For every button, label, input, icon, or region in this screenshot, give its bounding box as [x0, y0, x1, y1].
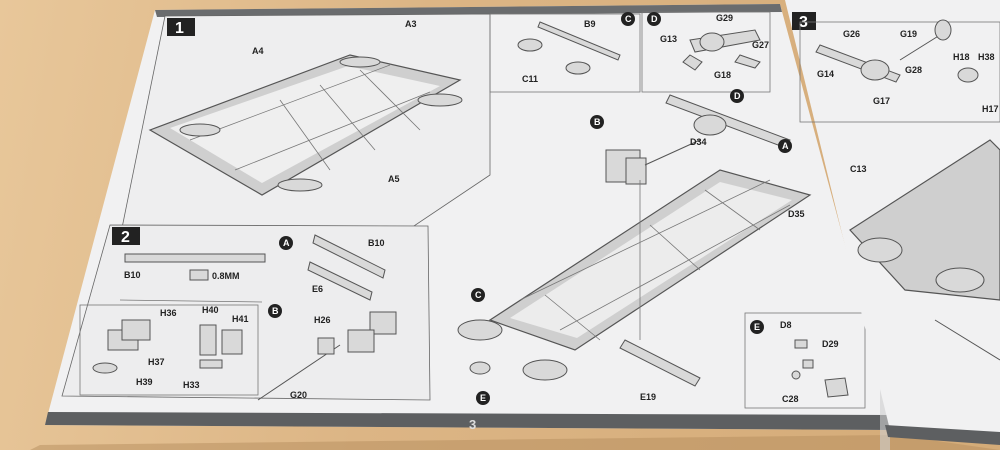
callout-c-icon	[621, 12, 635, 26]
label-h33: H33	[183, 380, 200, 390]
label-g13: G13	[660, 34, 677, 44]
callout-d-letter: D	[651, 14, 658, 24]
callout-d2-letter: D	[734, 91, 741, 101]
label-a4: A4	[252, 46, 264, 56]
label-e6: E6	[312, 284, 323, 294]
step-2-badge	[112, 227, 140, 245]
callout-c2-icon	[471, 288, 485, 302]
step2-drawings	[79, 234, 397, 401]
callout-a2-letter: A	[782, 141, 789, 151]
callout-b-icon	[268, 304, 282, 318]
label-c11: C11	[522, 74, 538, 84]
label-h38: H38	[978, 52, 995, 62]
label-b10-right: B10	[368, 238, 385, 248]
step1-chassis-drawing	[148, 54, 463, 196]
label-h17: H17	[982, 104, 999, 114]
step-2-number: 2	[121, 229, 130, 246]
callout-d2-icon	[730, 89, 744, 103]
label-h26: H26	[314, 315, 331, 325]
label-h36: H36	[160, 308, 177, 318]
label-h18: H18	[953, 52, 970, 62]
step-1-number: 1	[175, 20, 184, 37]
label-size-note: 0.8MM	[212, 271, 240, 281]
callout-a-icon	[279, 236, 293, 250]
callout-c2-letter: C	[475, 290, 482, 300]
label-g17: G17	[873, 96, 890, 106]
callout-a-letter: A	[283, 238, 290, 248]
label-h41: H41	[232, 314, 249, 324]
label-a5: A5	[388, 174, 400, 184]
label-d29: D29	[822, 339, 839, 349]
callout-e2-icon	[750, 320, 764, 334]
label-a3: A3	[405, 19, 417, 29]
label-d34: D34	[690, 137, 707, 147]
label-g19: G19	[900, 29, 917, 39]
step3-chassis-drawing	[457, 89, 812, 405]
label-g27: G27	[752, 40, 769, 50]
label-d8: D8	[780, 320, 792, 330]
callout-b2-letter: B	[594, 117, 601, 127]
callout-e-icon	[476, 391, 490, 405]
label-g26: G26	[843, 29, 860, 39]
callout-c-letter: C	[625, 14, 632, 24]
label-g20: G20	[290, 390, 307, 400]
callout-e-letter: E	[480, 393, 486, 403]
label-g28: G28	[905, 65, 922, 75]
label-e19: E19	[640, 392, 656, 402]
step-1-badge	[167, 18, 195, 36]
step3-inset-e-drawing	[750, 320, 849, 398]
step-3-badge	[792, 12, 816, 30]
label-h37: H37	[148, 357, 165, 367]
callout-b2-icon	[590, 115, 604, 129]
callout-d-icon	[647, 12, 661, 26]
left-page: 3 1 A4 A3 A5 2	[45, 4, 895, 432]
step-3-number: 3	[799, 14, 808, 31]
label-c13: C13	[850, 164, 867, 174]
label-h39: H39	[136, 377, 153, 387]
label-g14: G14	[817, 69, 834, 79]
label-b9: B9	[584, 19, 596, 29]
callout-b-letter: B	[272, 306, 279, 316]
callout-a2-icon	[778, 139, 792, 153]
step3-top-drawings	[517, 12, 761, 75]
label-g18: G18	[714, 70, 731, 80]
page-number: 3	[469, 417, 476, 432]
label-d35: D35	[788, 209, 805, 219]
callout-e2-letter: E	[754, 322, 760, 332]
label-b10-left: B10	[124, 270, 141, 280]
right-page: 3 G26 G19 G14 G28 G17 H18 H38 H17 C13	[785, 0, 1000, 445]
label-c28: C28	[782, 394, 799, 404]
next-page-drawings	[815, 19, 1000, 361]
label-g29: G29	[716, 13, 733, 23]
label-h40: H40	[202, 305, 219, 315]
